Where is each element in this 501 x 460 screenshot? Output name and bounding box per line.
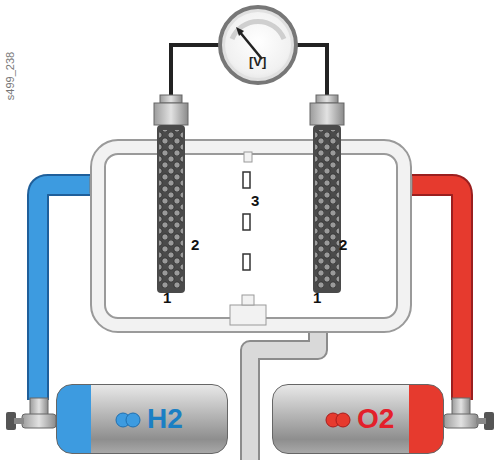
callout-number: 1 (313, 289, 321, 306)
gas-formula: H2 (147, 403, 183, 435)
gauge-needle (222, 9, 294, 81)
gas-tank: O2 (272, 384, 444, 454)
molecule-icon (323, 410, 353, 430)
molecule-icon (113, 410, 143, 430)
gas-tank: H2 (56, 384, 228, 454)
callout-number: 2 (339, 236, 347, 253)
callout-number: 1 (163, 289, 171, 306)
voltmeter-gauge: [V] (218, 5, 298, 85)
gas-formula: O2 (357, 403, 394, 435)
callout-number: 3 (251, 192, 259, 209)
callout-number: 2 (191, 236, 199, 253)
gauge-unit: [V] (249, 54, 266, 69)
watermark-code: s499_238 (4, 52, 16, 100)
